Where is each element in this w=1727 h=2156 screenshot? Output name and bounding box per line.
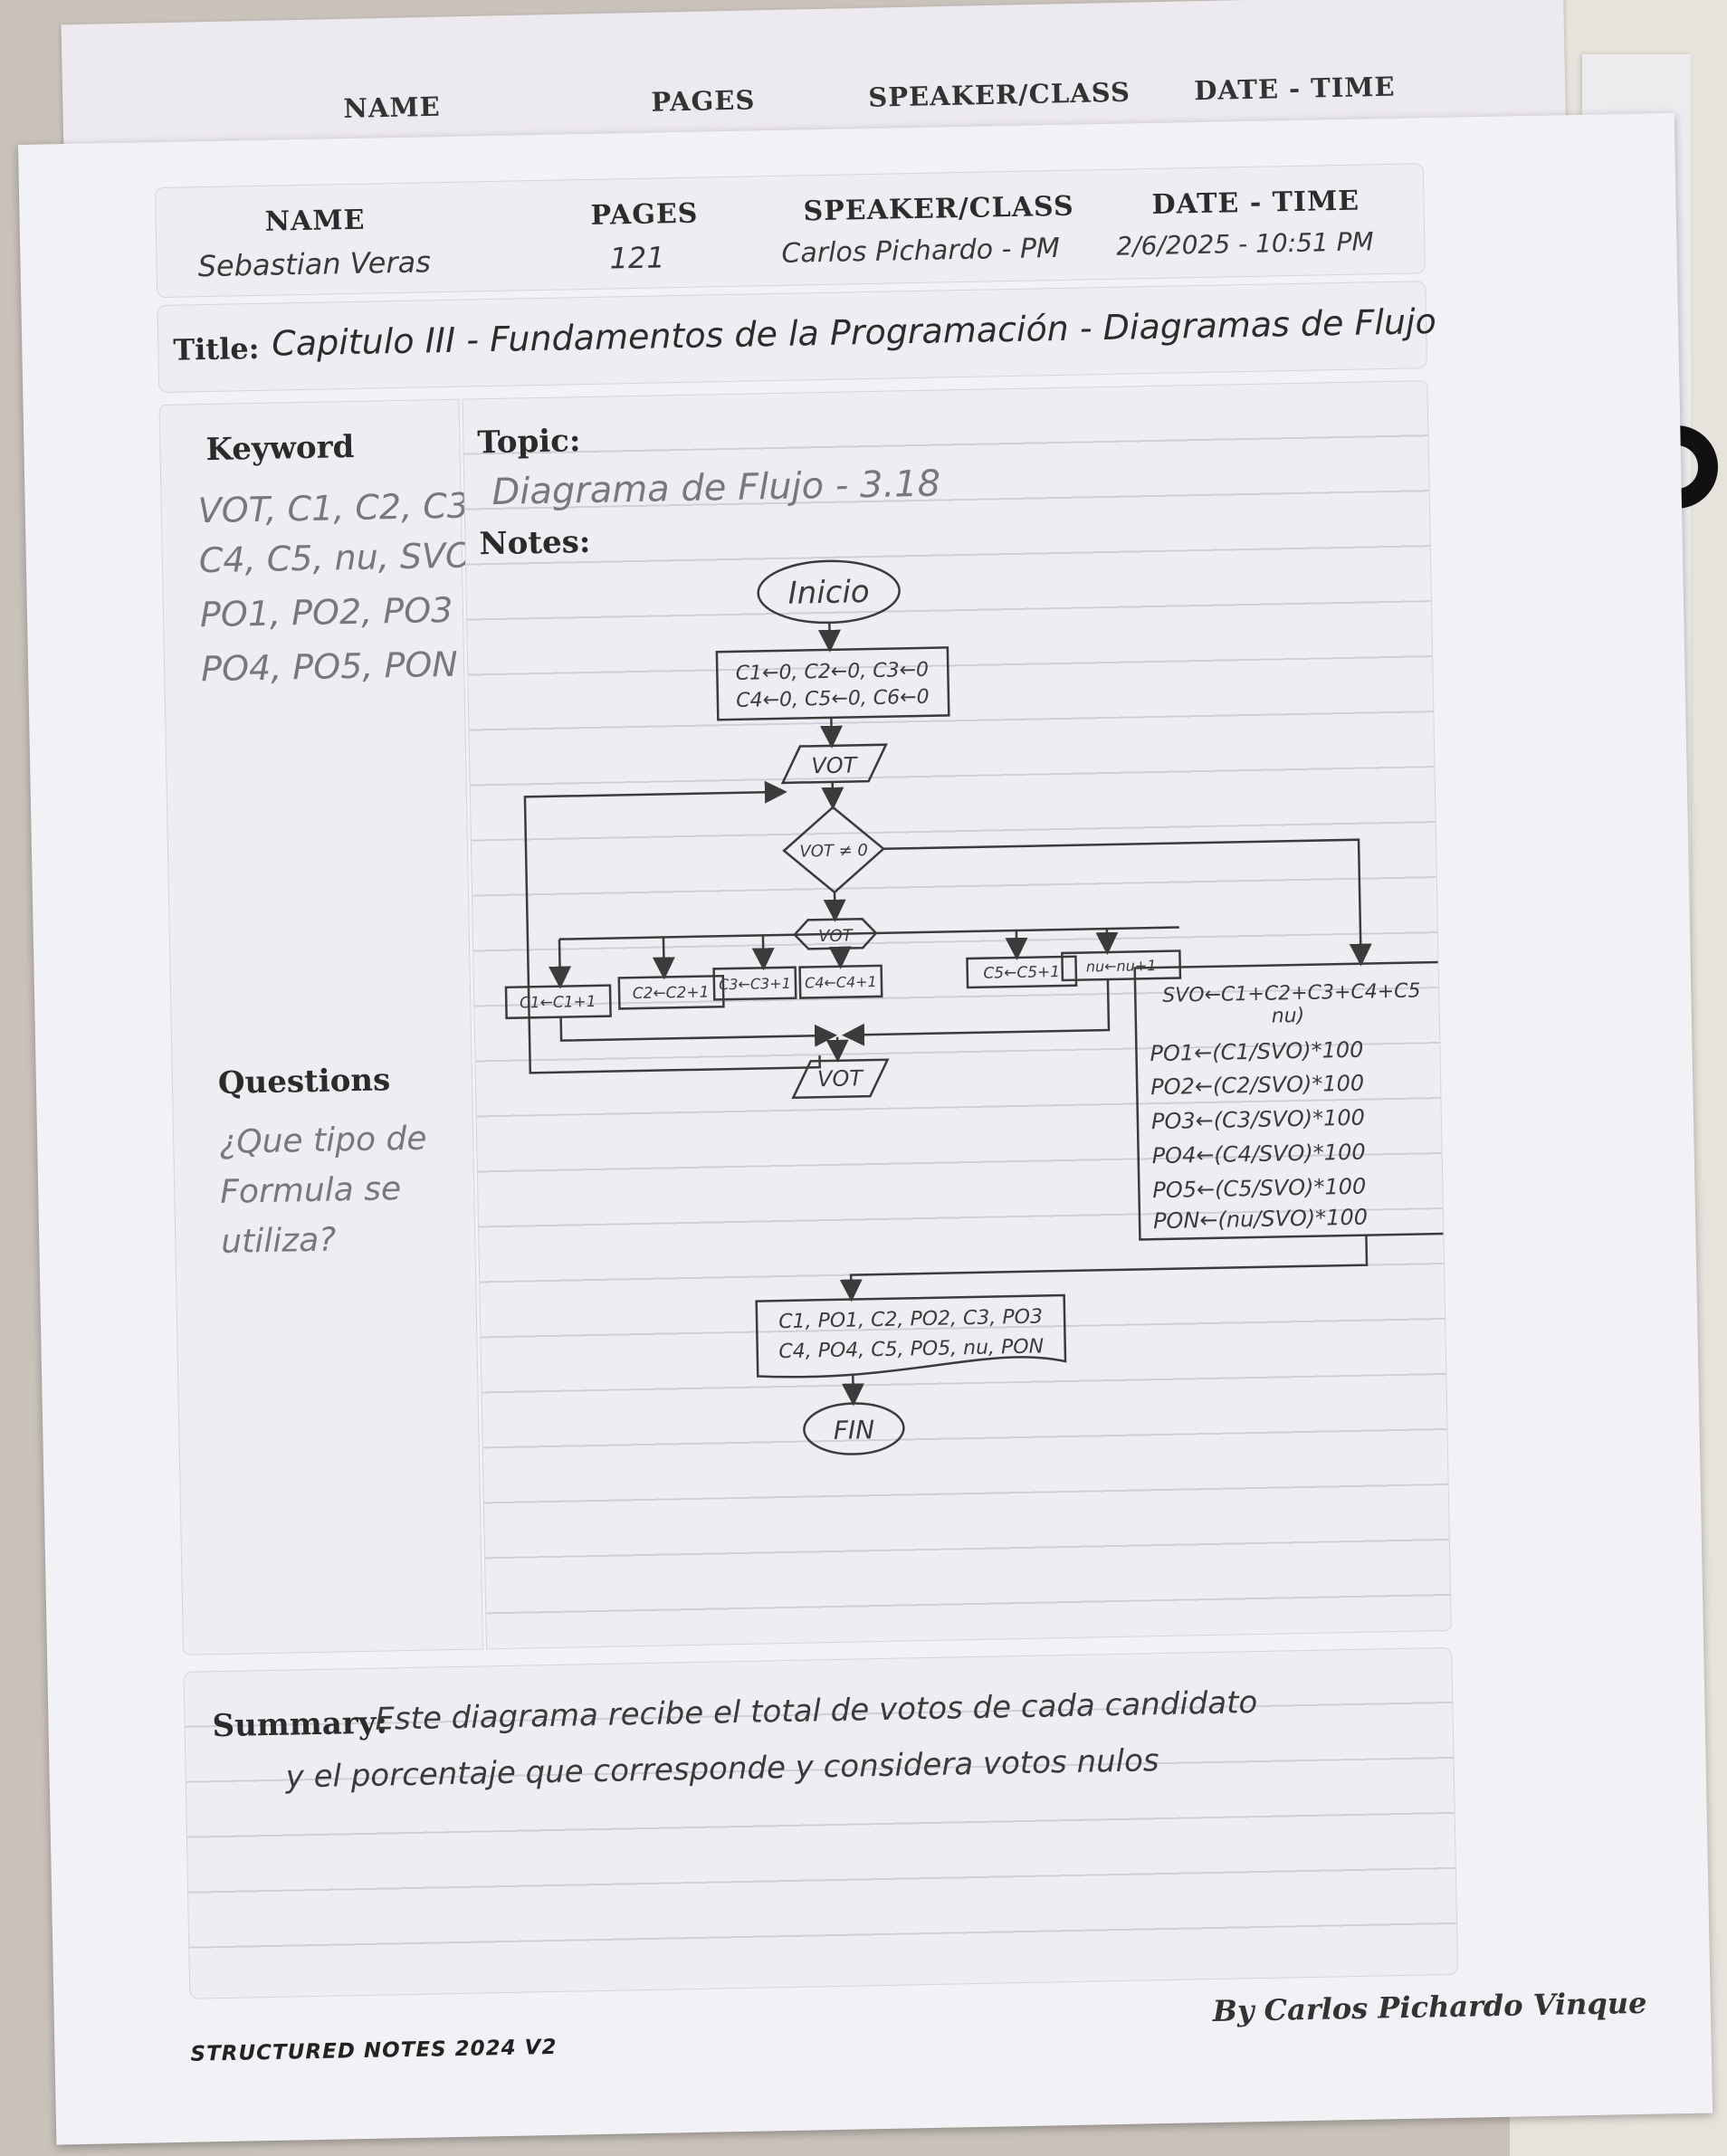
- date-label: DATE - TIME: [1151, 185, 1360, 221]
- decision-text: VOT ≠ 0: [799, 841, 868, 861]
- question-line: Formula se: [219, 1170, 402, 1211]
- case-text: nu←nu+1: [1086, 957, 1157, 975]
- switch-text: VOT: [818, 926, 854, 946]
- case-text: C5←C5+1: [983, 963, 1060, 983]
- start-text: Inicio: [787, 574, 870, 612]
- summary-panel: Summary: Este diagrama recibe el total d…: [183, 1646, 1459, 1999]
- notes-page: NAME PAGES SPEAKER/CLASS DATE - TIME Seb…: [18, 112, 1713, 2145]
- process-text: PO4←(C4/SVO)*100: [1151, 1140, 1365, 1169]
- output-document: [755, 1293, 1067, 1379]
- case-c1: [504, 984, 612, 1020]
- questions-label: Questions: [217, 1062, 391, 1102]
- process-text: PO1←(C1/SVO)*100: [1150, 1037, 1363, 1067]
- process-text: PON←(nu/SVO)*100: [1153, 1205, 1369, 1235]
- header-panel: NAME PAGES SPEAKER/CLASS DATE - TIME Seb…: [154, 163, 1426, 299]
- output-text: C1, PO1, C2, PO2, C3, PO3: [778, 1306, 1043, 1334]
- case-nu: [1061, 949, 1182, 982]
- speaker-value: Carlos Pichardo - PM: [781, 232, 1061, 270]
- name-label: NAME: [264, 204, 366, 238]
- init-text: C1←0, C2←0, C3←0: [735, 659, 929, 685]
- keyword-line: C4, C5, nu, SVO: [198, 535, 473, 581]
- flowchart: Inicio C1←0, C2←0, C3←0 C4←0, C5←0, C6←0…: [504, 559, 1451, 1455]
- process-text: SVO←C1+C2+C3+C4+C5: [1162, 979, 1421, 1006]
- title-value: Capitulo III - Fundamentos de la Program…: [271, 301, 1437, 364]
- process-text: PO2←(C2/SVO)*100: [1150, 1071, 1364, 1101]
- loop-input-vot: [791, 1058, 890, 1100]
- cue-column: Keyword VOT, C1, C2, C3, C4, C5, nu, SVO…: [158, 398, 484, 1655]
- question-line: ¿Que tipo de: [218, 1120, 427, 1161]
- footer-brand: STRUCTURED NOTES 2024 V2: [190, 2035, 558, 2066]
- title-panel: Title: Capitulo III - Fundamentos de la …: [157, 281, 1436, 394]
- case-text: C3←C3+1: [719, 975, 791, 994]
- end-text: FIN: [833, 1415, 874, 1445]
- summary-line: Este diagrama recibe el total de votos d…: [375, 1684, 1258, 1738]
- process-text: PO5←(C5/SVO)*100: [1152, 1174, 1366, 1204]
- init-text: C4←0, C5←0, C6←0: [736, 686, 930, 712]
- date-value: 2/6/2025 - 10:51 PM: [1116, 226, 1374, 262]
- end-terminator: [803, 1402, 905, 1455]
- back-pages-label: PAGES: [651, 84, 756, 118]
- summary-label: Summary:: [212, 1704, 388, 1745]
- case-text: C4←C4+1: [805, 973, 877, 992]
- case-c5: [966, 955, 1078, 989]
- case-c3: [712, 966, 797, 1001]
- input-text: VOT: [811, 752, 859, 778]
- output-text: C4, PO4, C5, PO5, nu, PON: [778, 1335, 1044, 1363]
- back-speaker-label: SPEAKER/CLASS: [867, 76, 1131, 113]
- input-vot: [780, 743, 888, 785]
- name-value: Sebastian Veras: [197, 244, 432, 284]
- case-c2: [617, 974, 725, 1010]
- case-text: C2←C2+1: [633, 984, 710, 1004]
- process-text: nu): [1272, 1005, 1305, 1028]
- init-process: [715, 646, 950, 721]
- title-label: Title:: [173, 330, 260, 367]
- pages-label: PAGES: [590, 197, 699, 232]
- keyword-label: Keyword: [205, 428, 355, 469]
- back-name-label: NAME: [343, 91, 442, 124]
- case-c4: [798, 964, 883, 999]
- summary-line: y el porcentaje que corresponde y consid…: [285, 1742, 1159, 1796]
- speaker-label: SPEAKER/CLASS: [803, 190, 1074, 228]
- pages-value: 121: [609, 240, 665, 276]
- case-text: C1←C1+1: [520, 993, 596, 1013]
- footer-author: By Carlos Pichardo Vinque: [1212, 1985, 1647, 2029]
- back-date-label: DATE - TIME: [1193, 71, 1396, 107]
- keyword-line: PO4, PO5, PON: [200, 644, 459, 690]
- loop-input-text: VOT: [817, 1065, 865, 1092]
- keyword-line: PO1, PO2, PO3: [199, 589, 453, 635]
- keyword-line: VOT, C1, C2, C3,: [197, 485, 481, 531]
- notes-column: Topic: Diagrama de Flujo - 3.18 Notes:: [462, 380, 1452, 1650]
- process-text: PO3←(C3/SVO)*100: [1151, 1105, 1365, 1135]
- question-line: utiliza?: [220, 1221, 337, 1261]
- calc-process: [1133, 960, 1451, 1241]
